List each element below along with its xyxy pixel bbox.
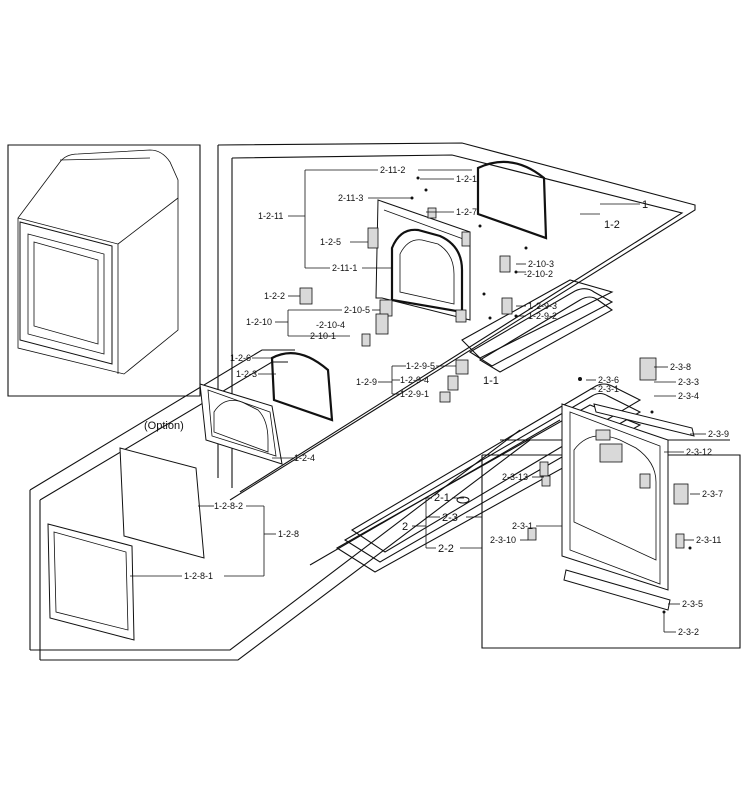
label-2-11-2: 2-11-2: [380, 165, 405, 175]
label-1-2-8: 1-2-8: [278, 529, 299, 539]
label-1-2-top: 1-2: [604, 219, 620, 231]
label-1: 1: [642, 199, 648, 211]
label-2-10-2: -2-10-2: [524, 269, 553, 279]
leader-lines: [130, 169, 706, 633]
part-labels: 2-11-2 1-2-1 2-11-3 1-2-11 1-2-7 1-2-5 2…: [144, 165, 729, 637]
label-1-2-8-1: 1-2-8-1: [184, 571, 213, 581]
label-1-2-9-5: 1-2-9-5: [406, 361, 435, 371]
label-2-10-1: 2-10-1: [310, 331, 336, 341]
label-1-2-9-2: 1-2-9-2: [528, 311, 557, 321]
label-2-3-1b: 2-3-1: [512, 521, 533, 531]
label-2-3-7: 2-3-7: [702, 489, 723, 499]
door-gasket-top: [476, 160, 548, 240]
label-2-3-4: 2-3-4: [678, 391, 699, 401]
label-1-2-3: 1-2-3: [236, 369, 257, 379]
hinge-parts: [299, 255, 513, 403]
outer-door-parts: [47, 352, 334, 641]
label-1-2-4: 1-2-4: [294, 453, 315, 463]
inner-door-assembly: [367, 199, 471, 323]
label-2-3-13: 2-3-13: [502, 472, 528, 482]
label-2-11-3: 2-11-3: [338, 193, 363, 203]
label-2-3-10: 2-3-10: [490, 535, 516, 545]
label-1-2-1: 1-2-1: [456, 174, 477, 184]
inner-door-panel: [456, 357, 695, 611]
label-2-10-5: 2-10-5: [344, 305, 370, 315]
label-1-1: 1-1: [483, 375, 499, 387]
label-1-2-11: 1-2-11: [258, 211, 283, 221]
label-2-10-3: 2-10-3: [528, 259, 554, 269]
label-2-3-1: 2-3-1: [598, 384, 619, 394]
label-2-3-12: 2-3-12: [686, 447, 712, 457]
label-2-3-9: 2-3-9: [708, 429, 729, 439]
label-2-3: 2-3: [442, 512, 458, 524]
label-2-3-2: 2-3-2: [678, 627, 699, 637]
label-1-2-9-4: 1-2-9-4: [400, 375, 429, 385]
label-1-2-6: 1-2-6: [230, 353, 251, 363]
label-2-3-11: 2-3-11: [696, 535, 721, 545]
label-1-2-9-3: 1-2-9-3: [528, 301, 557, 311]
label-1-2-7: 1-2-7: [456, 207, 477, 217]
label-2-3-5: 2-3-5: [682, 599, 703, 609]
fastener-dots: [410, 176, 692, 614]
label-1-2-9-1: 1-2-9-1: [400, 389, 429, 399]
label-1-2-9: 1-2-9: [356, 377, 377, 387]
label-2-3-8: 2-3-8: [670, 362, 691, 372]
label-1-2-5: 1-2-5: [320, 237, 341, 247]
label-2-3-6: 2-3-6: [598, 375, 619, 385]
label-2-10-4: -2-10-4: [316, 320, 345, 330]
label-2: 2: [402, 521, 408, 533]
label-2-11-1: 2-11-1: [332, 263, 357, 273]
label-option: (Option): [144, 420, 184, 432]
dryer-overview-inset: [7, 144, 201, 397]
label-1-2-2: 1-2-2: [264, 291, 285, 301]
door-seal-loops: [335, 279, 642, 573]
label-2-3-3: 2-3-3: [678, 377, 699, 387]
label-2-2: 2-2: [438, 543, 454, 555]
label-1-2-8-2: 1-2-8-2: [214, 501, 243, 511]
label-1-2-10: 1-2-10: [246, 317, 272, 327]
label-2-1: 2-1: [434, 492, 450, 504]
